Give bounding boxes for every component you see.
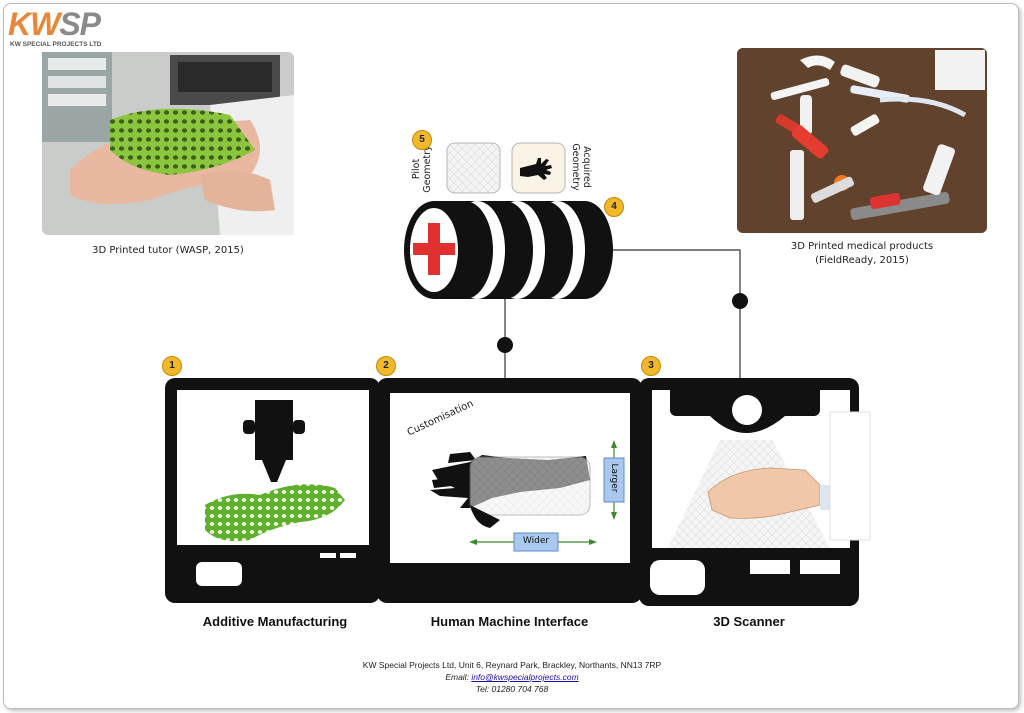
acquired-geometry-box <box>511 142 566 194</box>
additive-manufacturing-device <box>165 378 380 603</box>
connector-node-hmi <box>497 337 513 353</box>
database-stack <box>404 201 613 299</box>
logo-subtitle: KW SPECIAL PROJECTS LTD <box>10 41 102 48</box>
larger-label: Larger <box>609 463 619 493</box>
footer-address: KW Special Projects Ltd, Unit 6, Reynard… <box>362 660 662 670</box>
footer-email-link[interactable]: info@kwspecialprojects.com <box>471 672 579 682</box>
pilot-geometry-label: Pilot Geometry <box>411 144 433 194</box>
kwsp-logo: KWSP KW SPECIAL PROJECTS LTD <box>8 8 138 48</box>
left-photo-caption: 3D Printed tutor (WASP, 2015) <box>92 245 244 256</box>
step-badge-1: 1 <box>162 356 182 376</box>
acquired-geometry-label: Acquired Geometry <box>570 139 592 195</box>
step-badge-5: 5 <box>412 130 432 150</box>
logo-wordmark: KWSP <box>8 6 101 42</box>
logo-kw: KW <box>8 6 60 42</box>
wider-label-box <box>513 532 559 552</box>
footer: KW Special Projects Ltd, Unit 6, Reynard… <box>0 659 1024 695</box>
step-badge-3: 3 <box>641 356 661 376</box>
connector-lines <box>504 249 741 380</box>
printed-cast-icon <box>205 484 345 542</box>
wider-label: Wider <box>522 536 550 546</box>
additive-manufacturing-label: Additive Manufacturing <box>202 614 348 629</box>
footer-email-line: Email: info@kwspecialprojects.com <box>0 671 1024 683</box>
right-photo-caption: 3D Printed medical products (FieldReady,… <box>737 240 987 268</box>
step-badge-4: 4 <box>604 197 624 217</box>
right-caption-line2: (FieldReady, 2015) <box>815 255 909 266</box>
logo-sp: SP <box>59 6 101 42</box>
pilot-label-line1: Pilot <box>411 158 422 180</box>
hand-icon <box>520 158 552 180</box>
acquired-label-line2: Geometry <box>570 143 581 191</box>
right-caption-line1: 3D Printed medical products <box>790 241 934 252</box>
step-badge-2: 2 <box>376 356 396 376</box>
larger-label-box <box>603 457 625 503</box>
acquired-label-line1: Acquired <box>581 146 592 188</box>
photo-3d-printed-tutor <box>42 52 294 235</box>
footer-email-label: Email: <box>445 672 469 682</box>
pilot-label-line2: Geometry <box>422 145 433 193</box>
pilot-geometry-box <box>446 142 501 194</box>
connector-node-scanner <box>732 293 748 309</box>
hmi-label: Human Machine Interface <box>430 614 589 629</box>
footer-tel: Tel: 01280 704 768 <box>475 684 549 694</box>
photo-3d-printed-medical-products <box>737 48 987 233</box>
3d-scanner-device <box>639 378 871 606</box>
hmi-device <box>377 378 642 603</box>
3d-scanner-label: 3D Scanner <box>713 614 785 629</box>
